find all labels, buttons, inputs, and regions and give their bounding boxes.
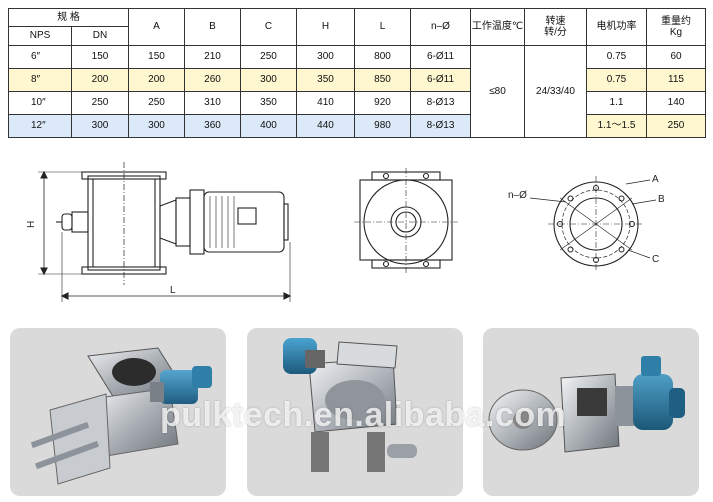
cell-weight: 140 (646, 91, 706, 115)
cell-weight: 250 (646, 114, 706, 138)
cell-holes: 8-Ø13 (410, 114, 471, 138)
header-weight-line2: Kg (669, 27, 683, 38)
cell-nps: 8″ (8, 68, 72, 92)
front-view-drawing (354, 168, 458, 274)
header-a: A (128, 8, 185, 46)
cell-power: 0.75 (586, 45, 647, 69)
header-spec-group: 规 格 (8, 8, 129, 27)
header-speed-line1: 转速 (545, 15, 566, 27)
header-c: C (240, 8, 297, 46)
dim-label-h: H (26, 221, 37, 228)
cell-nps: 6″ (8, 45, 72, 69)
cell-b: 210 (184, 45, 241, 69)
cell-a: 250 (128, 91, 185, 115)
table-row: 6″ 150 150 210 250 300 800 6-Ø11 ≤80 24/… (8, 45, 706, 138)
header-weight-line1: 重量约 (661, 15, 691, 27)
cell-h: 350 (296, 68, 355, 92)
cell-a: 300 (128, 114, 185, 138)
header-h: H (296, 8, 355, 46)
product-photo-2 (247, 328, 463, 496)
cell-h: 440 (296, 114, 355, 138)
cell-dn: 150 (71, 45, 129, 69)
cell-holes: 8-Ø13 (410, 91, 471, 115)
cell-power: 1.1 (586, 91, 647, 115)
header-dn: DN (71, 26, 129, 46)
cell-b: 260 (184, 68, 241, 92)
header-temp: 工作温度℃ (470, 8, 525, 46)
cell-h: 410 (296, 91, 355, 115)
cell-weight: 115 (646, 68, 706, 92)
header-speed-line2: 转/分 (544, 27, 567, 38)
cell-power: 0.75 (586, 68, 647, 92)
header-speed: 转速 转/分 (524, 8, 587, 46)
cell-a: 150 (128, 45, 185, 69)
cell-c: 350 (240, 91, 297, 115)
header-nps: NPS (8, 26, 72, 46)
cell-nps: 10″ (8, 91, 72, 115)
cell-holes: 6-Ø11 (410, 45, 471, 69)
cell-temp: ≤80 (470, 45, 525, 138)
cell-c: 300 (240, 68, 297, 92)
cell-b: 360 (184, 114, 241, 138)
side-view-drawing (38, 162, 292, 302)
cell-c: 250 (240, 45, 297, 69)
product-photos (0, 328, 713, 498)
product-photo-1 (10, 328, 226, 496)
cell-l: 800 (354, 45, 411, 69)
cell-h: 300 (296, 45, 355, 69)
cell-b: 310 (184, 91, 241, 115)
cell-l: 920 (354, 91, 411, 115)
product-photo-3 (483, 328, 699, 496)
technical-drawings: H L n–Ø A B C (26, 162, 665, 302)
label-c: C (652, 254, 659, 265)
header-l: L (354, 8, 411, 46)
header-b: B (184, 8, 241, 46)
cell-power: 1.1～1.5 (586, 114, 647, 138)
cell-holes: 6-Ø11 (410, 68, 471, 92)
watermark-text: pulktech.en.alibaba.com (160, 396, 567, 434)
label-a: A (652, 174, 659, 185)
flange-view-drawing (529, 176, 657, 272)
cell-l: 980 (354, 114, 411, 138)
cell-c: 400 (240, 114, 297, 138)
dim-label-l: L (170, 285, 176, 296)
label-b: B (658, 194, 665, 205)
cell-a: 200 (128, 68, 185, 92)
label-holes: n–Ø (508, 190, 527, 201)
header-holes: n–Ø (410, 8, 471, 46)
cell-weight: 60 (646, 45, 706, 69)
cell-dn: 300 (71, 114, 129, 138)
table-row: 8″ 200 200 260 300 350 850 6-Ø11 0.75 11… (8, 68, 706, 92)
spec-table: 规 格 A B C H L n–Ø 工作温度℃ 转速 转/分 电机功率 重量约 … (8, 8, 706, 138)
table-row: 10″ 250 250 310 350 410 920 8-Ø13 1.1 14… (8, 91, 706, 115)
header-weight: 重量约 Kg (646, 8, 706, 46)
cell-l: 850 (354, 68, 411, 92)
table-row: 12″ 300 300 360 400 440 980 8-Ø13 1.1～1.… (8, 114, 706, 138)
cell-speed: 24/33/40 (524, 45, 587, 138)
cell-dn: 250 (71, 91, 129, 115)
header-power: 电机功率 (586, 8, 647, 46)
cell-dn: 200 (71, 68, 129, 92)
cell-nps: 12″ (8, 114, 72, 138)
